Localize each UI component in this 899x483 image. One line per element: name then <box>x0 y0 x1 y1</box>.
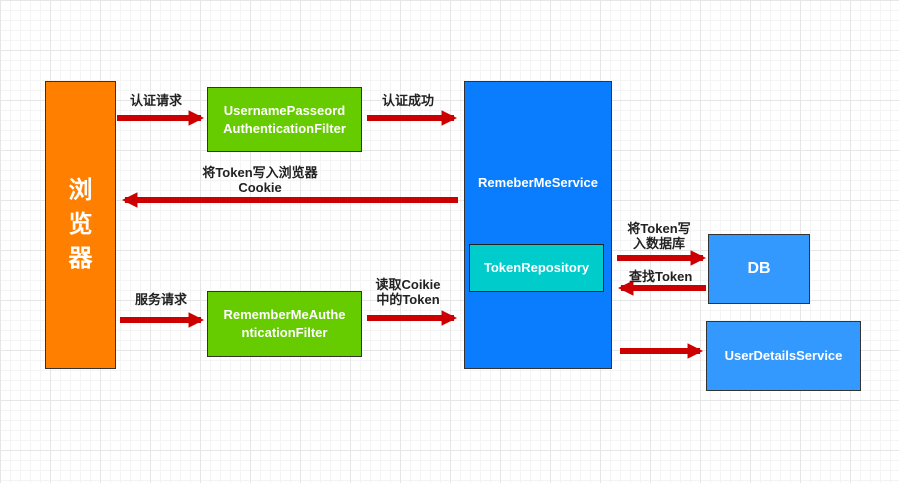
user-details-service-label: UserDetailsService <box>724 348 843 363</box>
service-request-label: 服务请求 <box>135 292 188 307</box>
write-db-label: 将Token写 入数据库 <box>627 221 691 251</box>
username-password-filter-node: UsernamePasseord AuthenticationFilter <box>207 87 362 152</box>
browser-label: 浏 览 器 <box>68 177 93 272</box>
browser-node: 浏 览 器 <box>45 81 116 369</box>
rememberme-service-node: RemeberMeService <box>464 81 612 369</box>
read-cookie-label: 读取Coikie 中的Token <box>375 277 441 307</box>
user-details-service-node: UserDetailsService <box>706 321 861 391</box>
token-repository-node: TokenRepository <box>469 244 604 292</box>
rememberme-filter-label: RememberMeAuthe nticationFilter <box>223 307 346 340</box>
username-password-filter-label: UsernamePasseord AuthenticationFilter <box>223 102 346 136</box>
auth-request-label: 认证请求 <box>130 93 183 108</box>
db-node: DB <box>708 234 810 304</box>
write-cookie-label: 将Token写入浏览器 Cookie <box>202 165 318 195</box>
token-repository-label: TokenRepository <box>483 260 590 275</box>
auth-success-label: 认证成功 <box>382 93 435 108</box>
rememberme-filter-node: RememberMeAuthe nticationFilter <box>207 291 362 357</box>
rememberme-service-label: RemeberMeService <box>478 175 598 190</box>
find-token-label: 查找Token <box>629 269 693 284</box>
db-label: DB <box>747 260 771 277</box>
